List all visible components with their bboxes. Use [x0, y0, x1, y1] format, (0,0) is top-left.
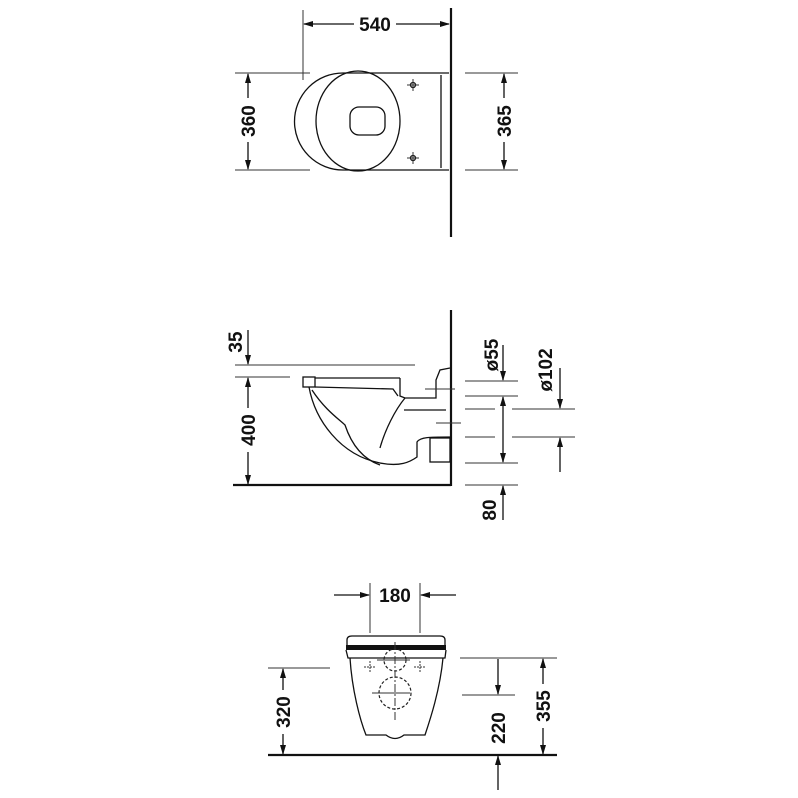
- seat-hinge: [399, 367, 451, 399]
- front-view: 180 320 355 220: [268, 583, 557, 790]
- bowl-outer: [308, 386, 451, 466]
- fixing-point-icon: [364, 661, 376, 673]
- seat-front: [302, 376, 316, 388]
- bowl-outline: [293, 72, 449, 171]
- height-dimension: 400: [239, 414, 260, 446]
- seat-dimension: 35: [226, 331, 247, 353]
- depth-right-dimension: 365: [495, 105, 516, 137]
- bowl-opening: [349, 106, 386, 136]
- outlet-diameter-dimension: ø102: [536, 348, 557, 391]
- top-view: 540 360 365: [235, 8, 518, 237]
- seat-outline: [315, 70, 401, 172]
- outlet-height-dimension: 220: [489, 712, 510, 744]
- outlet-connector: [429, 437, 451, 463]
- fixing-point-icon: [414, 661, 426, 673]
- fixing-bolt-icon: [407, 79, 419, 91]
- depth-left-dimension: 360: [239, 105, 260, 137]
- fixing-height-dimension: 320: [274, 696, 295, 728]
- outlet-circle: [378, 676, 412, 710]
- outlet-offset-dimension: 80: [480, 499, 501, 520]
- seat-band: [346, 645, 446, 650]
- seat-lid: [346, 635, 446, 647]
- width-dimension: 540: [359, 15, 391, 36]
- fixing-bolt-icon: [407, 152, 419, 164]
- inlet-height-dimension: 355: [534, 690, 555, 722]
- inlet-diameter-dimension: ø55: [482, 338, 503, 371]
- bowl-front-outline: [349, 657, 444, 740]
- fixing-spacing-dimension: 180: [379, 586, 411, 607]
- side-view: 35 400 ø55 ø102 80: [226, 310, 575, 521]
